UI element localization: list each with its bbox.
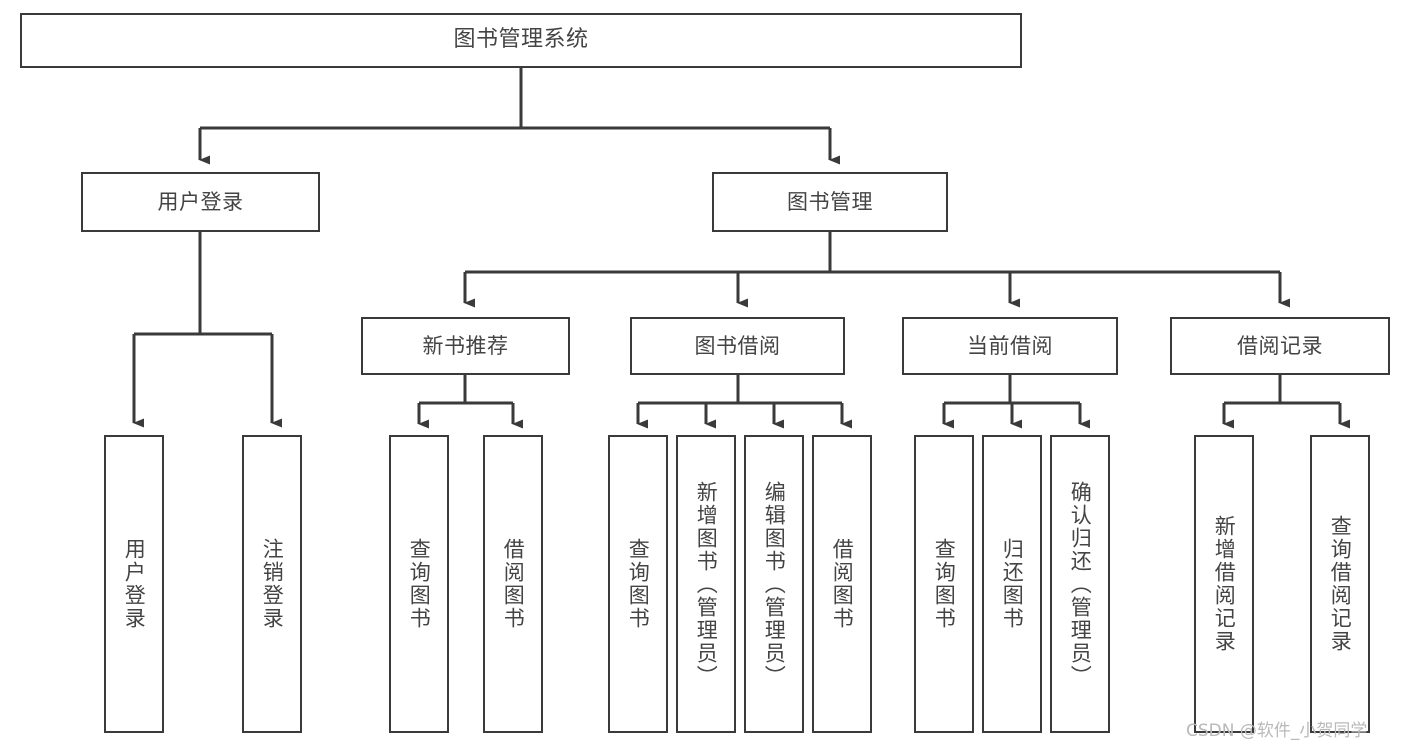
- node-current-borrow[interactable]: 当前借阅: [902, 317, 1118, 375]
- node-label: 新增图书（管理员）: [694, 480, 719, 688]
- node-label: 查询图书: [407, 538, 432, 630]
- leaf-logout-login[interactable]: 注销登录: [242, 435, 302, 733]
- leaf-query-book-2[interactable]: 查询图书: [608, 435, 668, 733]
- node-new-book-recommend[interactable]: 新书推荐: [361, 317, 570, 375]
- node-book-management[interactable]: 图书管理: [712, 172, 948, 232]
- node-label: 确认归还（管理员）: [1068, 480, 1093, 688]
- node-label: 用户登录: [122, 538, 147, 630]
- node-root-system[interactable]: 图书管理系统: [20, 13, 1022, 68]
- node-label: 编辑图书（管理员）: [762, 480, 787, 688]
- leaf-add-book[interactable]: 新增图书（管理员）: [676, 435, 736, 733]
- leaf-borrow-book-2[interactable]: 借阅图书: [812, 435, 872, 733]
- leaf-borrow-book-1[interactable]: 借阅图书: [483, 435, 543, 733]
- node-label: 图书管理: [787, 189, 873, 214]
- node-user-login[interactable]: 用户登录: [81, 172, 320, 232]
- node-label: 归还图书: [1000, 538, 1025, 630]
- node-label: 查询图书: [932, 538, 957, 630]
- leaf-edit-book[interactable]: 编辑图书（管理员）: [744, 435, 804, 733]
- node-label: 查询借阅记录: [1328, 515, 1353, 653]
- node-label: 用户登录: [157, 189, 244, 214]
- node-label: 图书管理系统: [453, 27, 589, 53]
- node-book-borrow[interactable]: 图书借阅: [630, 317, 845, 375]
- node-label: 借阅图书: [830, 538, 855, 630]
- node-label: 借阅记录: [1237, 333, 1323, 358]
- node-label: 图书借阅: [694, 333, 781, 358]
- node-label: 当前借阅: [967, 333, 1053, 358]
- leaf-confirm-return[interactable]: 确认归还（管理员）: [1050, 435, 1110, 733]
- node-label: 新书推荐: [422, 333, 509, 358]
- leaf-user-login[interactable]: 用户登录: [104, 435, 164, 733]
- leaf-query-book-1[interactable]: 查询图书: [389, 435, 449, 733]
- leaf-add-borrow-record[interactable]: 新增借阅记录: [1194, 435, 1254, 733]
- node-borrow-record[interactable]: 借阅记录: [1170, 317, 1390, 375]
- leaf-query-book-3[interactable]: 查询图书: [914, 435, 974, 733]
- node-label: 新增借阅记录: [1212, 515, 1237, 653]
- leaf-return-book[interactable]: 归还图书: [982, 435, 1042, 733]
- node-label: 借阅图书: [501, 538, 526, 630]
- leaf-query-borrow-record[interactable]: 查询借阅记录: [1310, 435, 1370, 733]
- node-label: 查询图书: [626, 538, 651, 630]
- node-label: 注销登录: [260, 538, 285, 630]
- watermark: CSDN @软件_小贺同学: [1186, 721, 1368, 741]
